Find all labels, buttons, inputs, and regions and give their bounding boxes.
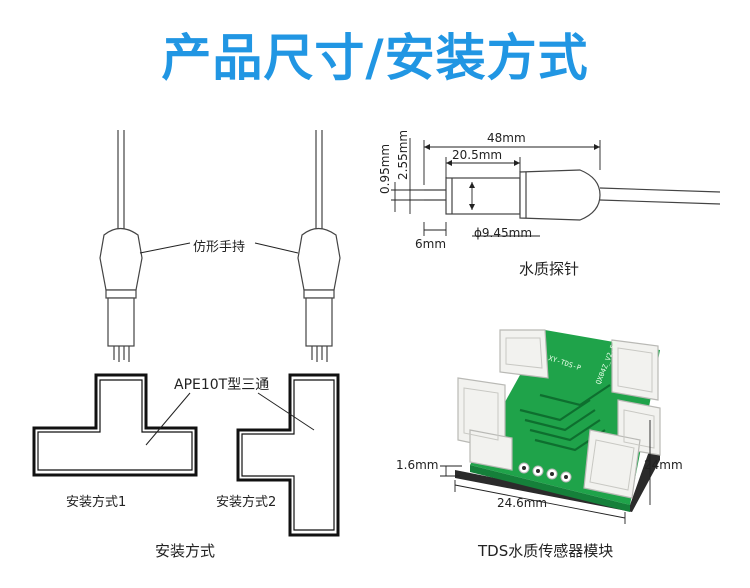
dim-pin-length: 6mm: [415, 237, 447, 251]
dim-thickness: 1.6mm: [396, 458, 439, 472]
probe-caption: 水质探针: [519, 260, 580, 278]
dim-width: 24.6mm: [497, 496, 548, 510]
pins-right: [311, 346, 328, 362]
pins-left: [113, 346, 130, 362]
mount-caption: 安装方式: [155, 542, 216, 560]
probe-cable: [599, 187, 721, 205]
dim-diameter: ϕ9.45mm: [474, 226, 533, 240]
probe-handle: [519, 169, 601, 221]
probe-body-left: [107, 297, 135, 347]
cable-left: [117, 130, 125, 230]
tee-mount-2: [236, 373, 340, 537]
probe-tube: [445, 177, 521, 215]
probe-body-right: [305, 297, 333, 347]
mount2-label: 安装方式2: [216, 495, 277, 510]
connector-top: [499, 329, 549, 379]
module-caption: TDS水质传感器模块: [478, 542, 614, 560]
probe-pins: [424, 189, 446, 201]
mount1-label: 安装方式1: [66, 495, 127, 510]
connector-bottom: [583, 429, 641, 499]
dim-body-length: 20.5mm: [452, 148, 503, 162]
tee-mount-1: [32, 373, 198, 477]
dim-height: 24mm: [644, 458, 683, 472]
tee-label: APE10T型三通: [174, 377, 270, 393]
page-title: 产品尺寸/安装方式: [161, 29, 589, 87]
dim-total-length: 48mm: [487, 131, 526, 145]
connector-right-top: [611, 339, 659, 401]
cable-right: [315, 130, 323, 230]
handle-label: 仿形手持: [193, 240, 246, 255]
